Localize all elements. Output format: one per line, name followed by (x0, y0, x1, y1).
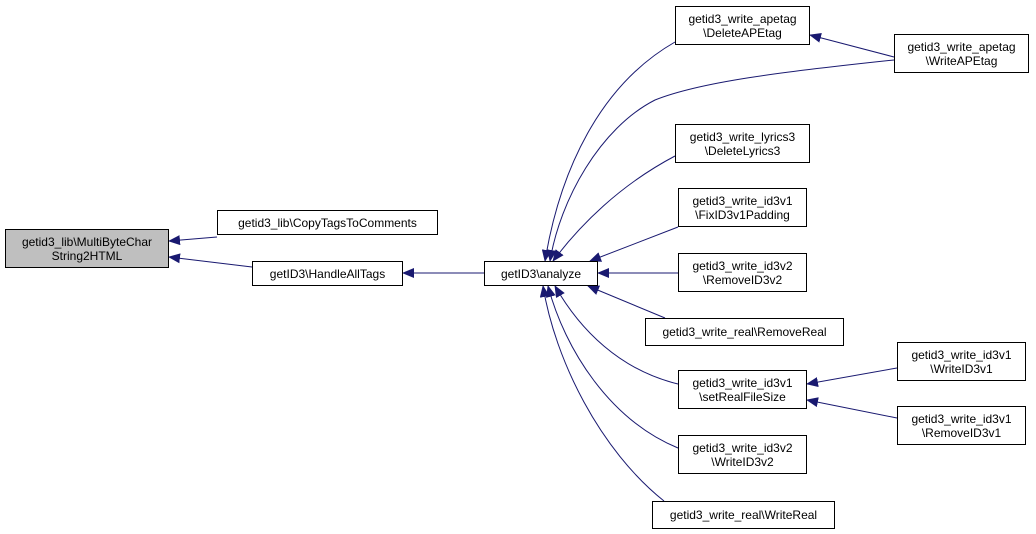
node-fix-id3v1-padding[interactable]: getid3_write_id3v1 \FixID3v1Padding (678, 188, 807, 227)
node-label: getid3_write_real\WriteReal (669, 508, 818, 522)
node-write-apetag[interactable]: getid3_write_apetag \WriteAPEtag (894, 34, 1029, 73)
node-remove-id3v1[interactable]: getid3_write_id3v1 \RemoveID3v1 (897, 406, 1026, 445)
node-multibyte-char-string2html: getid3_lib\MultiByteChar String2HTML (5, 229, 169, 268)
node-label: getid3_write_id3v2 (692, 440, 793, 455)
node-label: \DeleteAPEtag (703, 25, 782, 40)
node-remove-real[interactable]: getid3_write_real\RemoveReal (645, 318, 844, 346)
node-label: getid3_write_id3v1 (692, 193, 793, 208)
node-label: getid3_write_id3v1 (911, 347, 1012, 362)
node-delete-apetag[interactable]: getid3_write_apetag \DeleteAPEtag (675, 6, 810, 45)
node-label: getid3_write_real\RemoveReal (662, 325, 827, 339)
node-delete-lyrics3[interactable]: getid3_write_lyrics3 \DeleteLyrics3 (675, 124, 810, 163)
node-analyze[interactable]: getID3\analyze (484, 261, 598, 286)
edge-removeid3v1-to-setrealfilesize (806, 397, 898, 419)
node-label: getid3_lib\MultiByteChar (21, 234, 153, 249)
node-label: \FixID3v1Padding (695, 207, 790, 222)
node-label: getid3_write_id3v1 (911, 411, 1012, 426)
edge-copytags-to-multibyte (168, 235, 218, 246)
node-label: getid3_write_id3v2 (692, 258, 793, 273)
node-write-id3v1[interactable]: getid3_write_id3v1 \WriteID3v1 (897, 342, 1026, 381)
edge-writeapetag-to-deleteapetag (809, 32, 895, 58)
edge-writeapetag-to-analyze (546, 59, 895, 262)
node-label: \RemoveID3v2 (702, 272, 783, 287)
node-write-real[interactable]: getid3_write_real\WriteReal (652, 501, 835, 529)
node-copy-tags-to-comments[interactable]: getid3_lib\CopyTagsToComments (217, 210, 438, 235)
node-label: getid3_write_apetag (688, 11, 797, 26)
node-label: \WriteAPEtag (925, 53, 998, 68)
edge-deletelyrics3-to-analyze (552, 155, 676, 262)
node-handle-all-tags[interactable]: getID3\HandleAllTags (252, 261, 403, 286)
edge-removereal-to-analyze (587, 285, 666, 319)
node-label: \RemoveID3v1 (921, 425, 1002, 440)
node-label: getid3_lib\CopyTagsToComments (238, 215, 417, 230)
node-label: getid3_write_apetag (907, 39, 1016, 54)
node-label: getID3\HandleAllTags (269, 266, 386, 281)
edge-writereal-to-analyze (539, 285, 665, 502)
node-write-id3v2[interactable]: getid3_write_id3v2 \WriteID3v2 (678, 435, 807, 474)
node-label: \setRealFileSize (699, 389, 786, 404)
node-label: String2HTML (51, 248, 123, 263)
node-remove-id3v2[interactable]: getid3_write_id3v2 \RemoveID3v2 (678, 253, 807, 292)
edge-setrealfilesize-to-analyze (554, 285, 679, 385)
node-label: getid3_write_id3v1 (692, 375, 793, 390)
edge-writeid3v2-to-analyze (545, 285, 679, 449)
edge-fixid3v1padding-to-analyze (589, 226, 679, 262)
edge-handlealltags-to-multibyte (168, 253, 253, 268)
node-label: \WriteID3v2 (711, 454, 774, 469)
node-label: \WriteID3v1 (930, 361, 993, 376)
node-label: getID3\analyze (500, 266, 582, 281)
node-set-real-file-size[interactable]: getid3_write_id3v1 \setRealFileSize (678, 370, 807, 409)
edge-deleteapetag-to-analyze (541, 41, 676, 262)
edge-writeid3v1-to-setrealfilesize (806, 367, 898, 387)
node-label: \DeleteLyrics3 (704, 143, 781, 158)
node-label: getid3_write_lyrics3 (689, 129, 796, 144)
